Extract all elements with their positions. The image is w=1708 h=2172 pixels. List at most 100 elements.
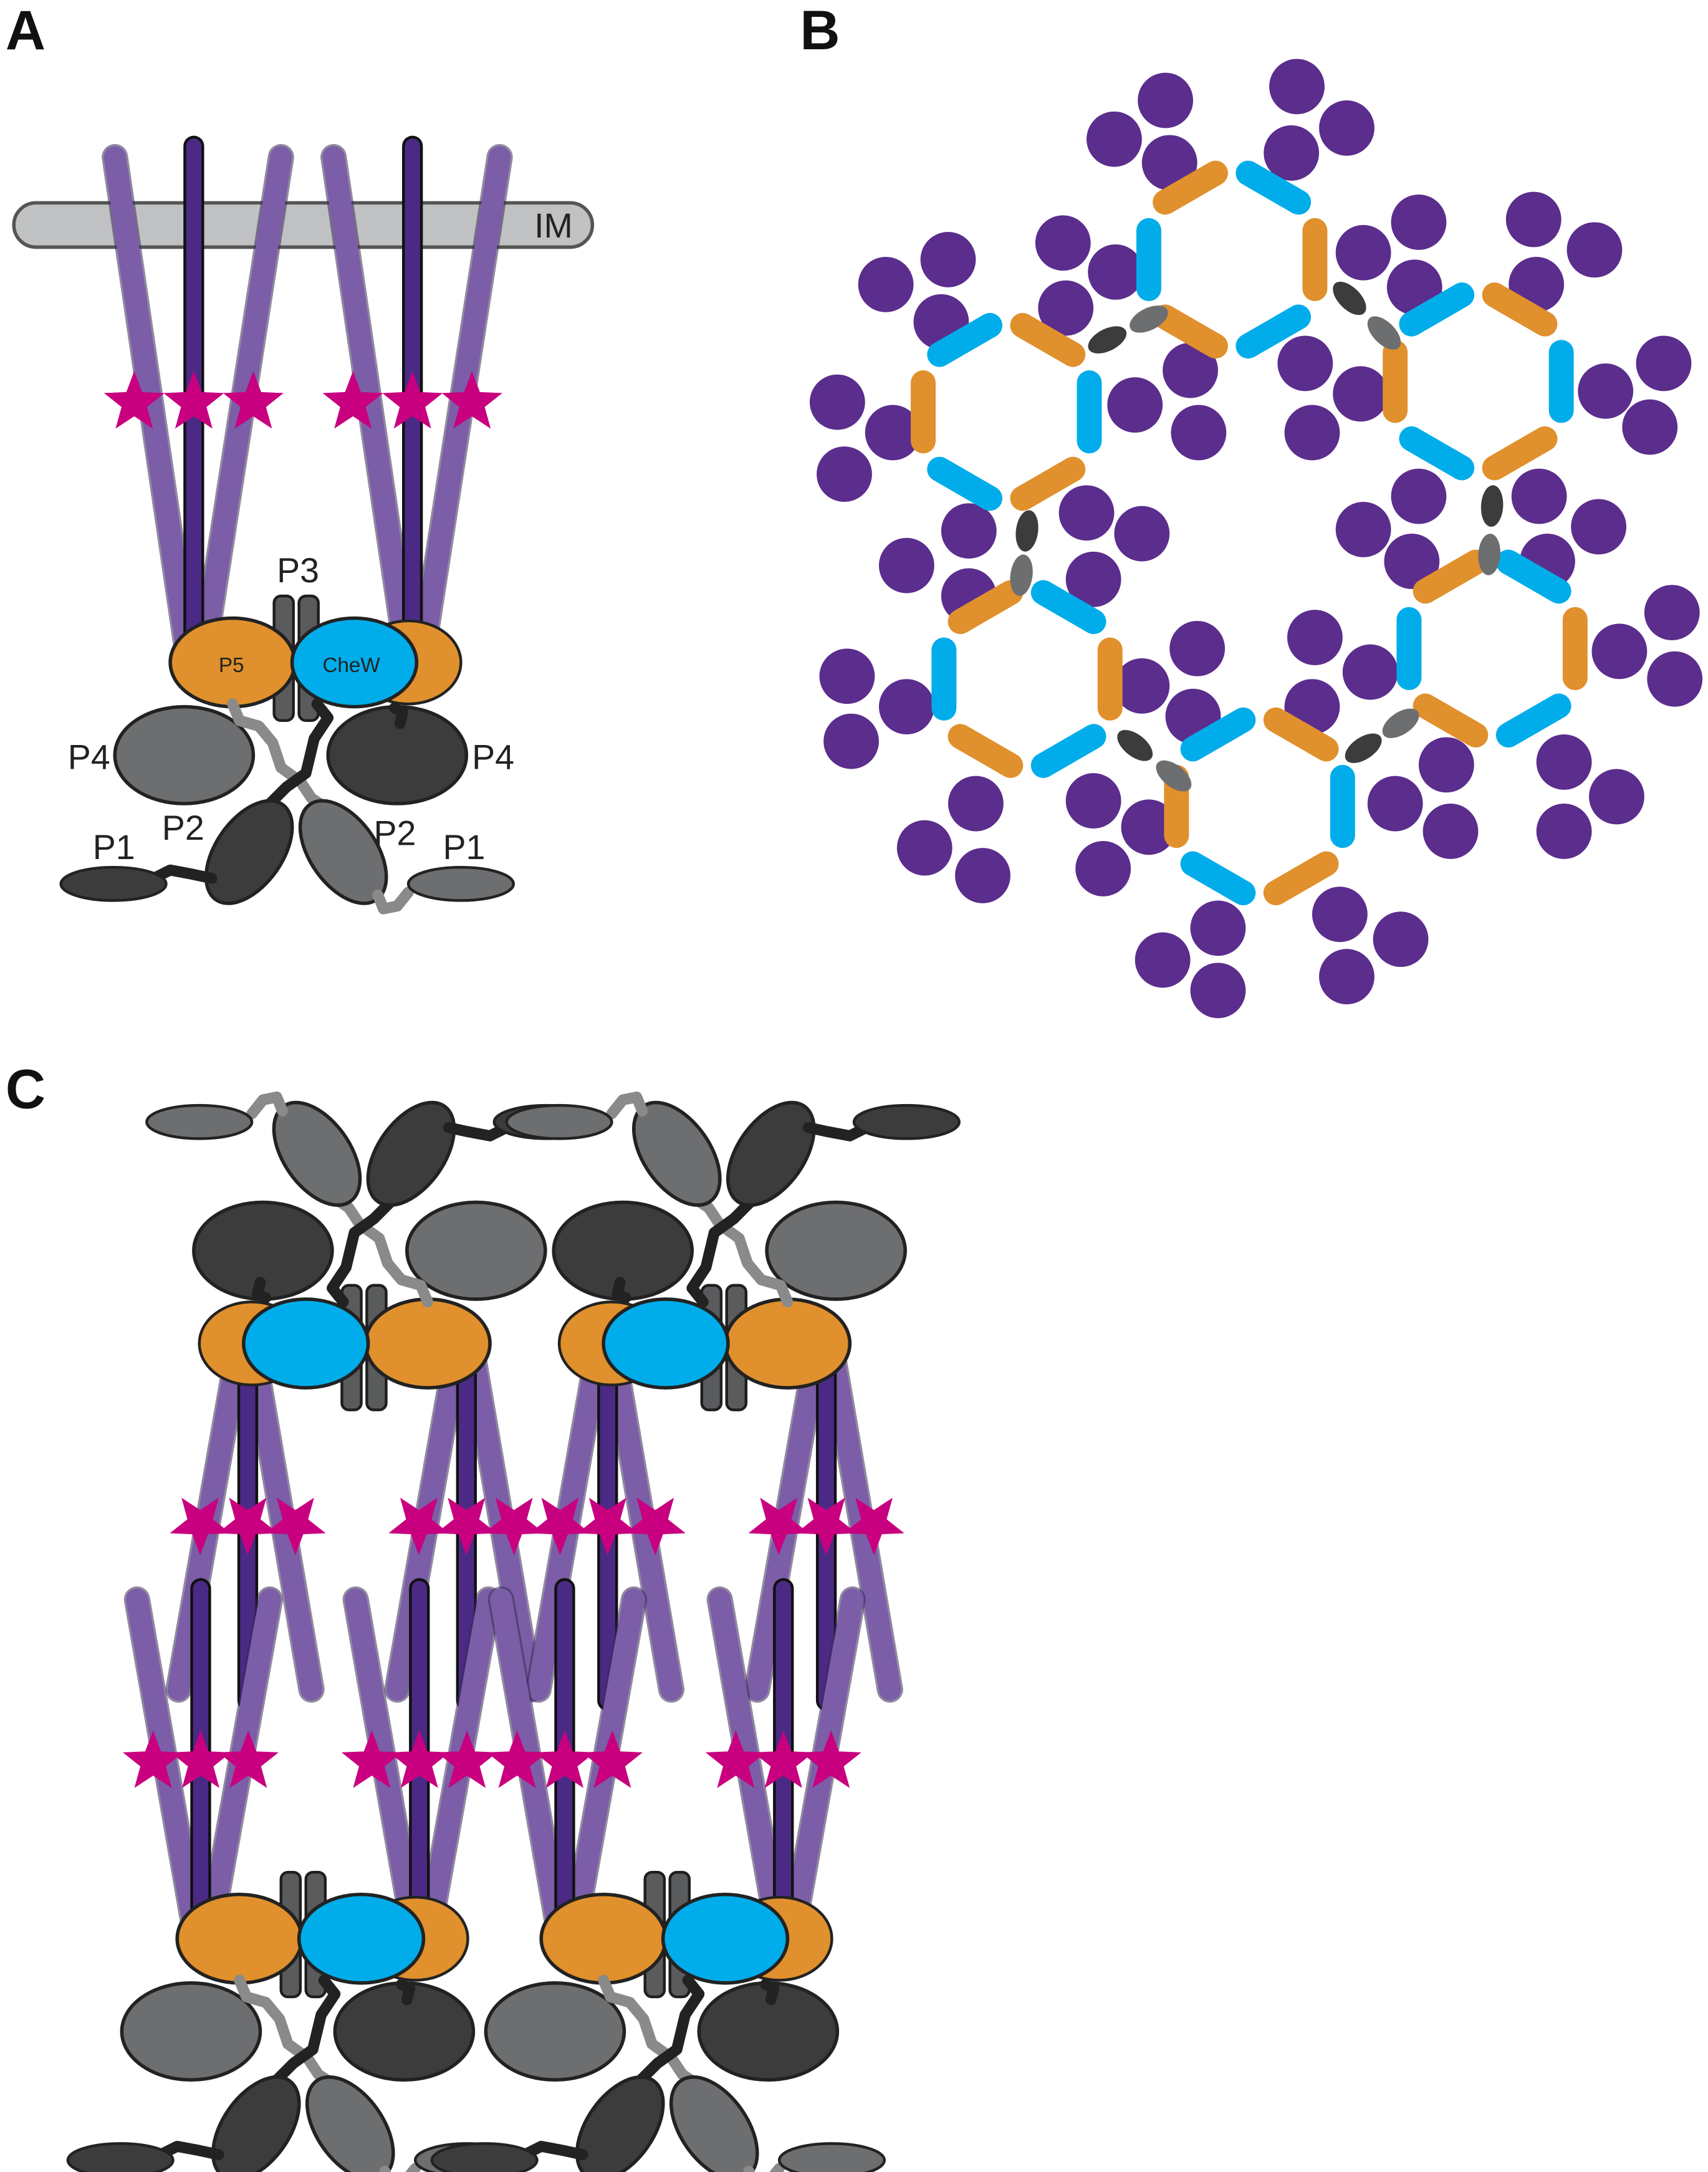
receptor-trimer-bundle [320,135,513,662]
receptor-trimer-dot [1065,551,1121,607]
receptor-trimer-dot [1058,485,1115,541]
gray-linker [372,887,414,915]
dark-linker [612,1277,631,1304]
receptor-trimer-bundle [744,1344,904,1711]
dark-linker [271,1974,341,2086]
gray-linker [327,1191,433,1308]
star-icon [103,371,165,429]
panel-a-label: A [6,0,46,61]
inner-membrane [12,201,595,249]
receptor-trimer-dot [1571,499,1626,555]
receptor-trimer-dot [1333,366,1389,422]
receptor-trimer-dot [1578,363,1634,419]
dark-linker [686,1196,756,1308]
p3-link-dark [1345,733,1382,763]
star-icon [625,1497,686,1555]
p1-domain [59,865,168,902]
receptor-trimer-dot [896,820,952,876]
gray-linker [743,2163,785,2172]
label-p2-right: P2 [374,814,416,853]
star-icon [217,1497,279,1555]
label-p1-left: P1 [93,828,135,867]
receptor-trimer-dot [1284,405,1340,461]
p4-domain [765,1200,907,1301]
receptor-trimer-bundle [165,1344,326,1711]
star-icon [436,1730,497,1788]
receptor-trimer-dot [823,713,879,769]
receptor-trimer-bundle [705,1578,866,1938]
core-signaling-unit [66,1578,522,2172]
receptor-trimer-dot [941,503,997,559]
receptor-trimer-bundle [341,1578,502,1938]
hexagon-ring [911,312,1102,511]
star-icon [389,1730,450,1788]
p3-link-dark [1333,281,1366,315]
star-icon [753,1730,814,1788]
star-icon [800,1730,861,1788]
gray-linker [598,1974,705,2092]
gray-linker [246,1091,288,1120]
receptor-trimer-bundle [486,1578,648,1938]
p3-link-gray [1130,305,1168,333]
receptor-trimer-dot [1505,191,1562,247]
star-icon [441,371,502,429]
receptor-trimer-dot [1589,769,1644,825]
chew-segment [1495,693,1571,748]
chew-segment [1399,426,1475,481]
chew-protein [290,616,419,709]
receptor-trimer-dot [955,848,1010,903]
receptor-trimer-dot [1566,222,1623,278]
star-icon [163,371,224,429]
panel-b-label: B [800,0,840,61]
core-signaling-unit [430,1578,886,2172]
p3-link-gray [1382,708,1419,738]
p1-domain [852,1103,961,1140]
receptor-trimer-dot [1423,804,1479,859]
p5-domain [723,1297,852,1390]
core-signaling-unit [145,1091,601,1711]
star-icon [484,1497,545,1555]
star-icon [529,1497,591,1555]
receptor-trimer-dot [1367,776,1423,832]
p5-segment [1482,426,1558,481]
star-icon [582,1730,643,1788]
label-p5: P5 [219,654,244,677]
p1-domain [145,1103,254,1140]
label-p4-right: P4 [472,738,514,777]
p5-segment [948,724,1024,778]
p5-segment [1153,304,1228,359]
p5-segment [1413,549,1489,604]
dark-linker [327,1196,396,1308]
hexagon-ring [1383,282,1574,481]
p1-domain [430,2142,539,2172]
star-icon [382,371,443,429]
receptor-trimer-dot [1647,651,1703,707]
p5-domain [175,1892,304,1985]
receptor-trimer-dot [817,446,872,502]
star-icon [705,1730,767,1788]
receptor-trimer-dot [1384,534,1440,589]
p5-segment [1010,312,1086,367]
label-chew: CheW [322,654,380,677]
receptor-trimer-dot [920,232,976,287]
p1-domain [406,865,515,902]
chew-segment [1235,160,1312,215]
receptor-trimer-dot [809,374,865,430]
receptor-trimer-dot [1038,280,1094,336]
chew-protein [242,1297,370,1390]
p4-domain [484,1981,626,2082]
receptor-trimer-dot [1622,399,1678,455]
label-p3: P3 [277,551,319,590]
label-p2-left: P2 [162,809,204,847]
receptor-trimer-dot [1087,111,1142,167]
receptor-trimer-dot [948,776,1004,832]
chew-segment [1399,282,1475,337]
p2-domain [726,1100,816,1207]
label-membrane: IM [534,206,573,245]
p5-segment [1263,851,1339,906]
receptor-trimer-dot [1636,335,1692,392]
receptor-trimer-dot [1277,335,1333,392]
star-icon [843,1497,904,1555]
